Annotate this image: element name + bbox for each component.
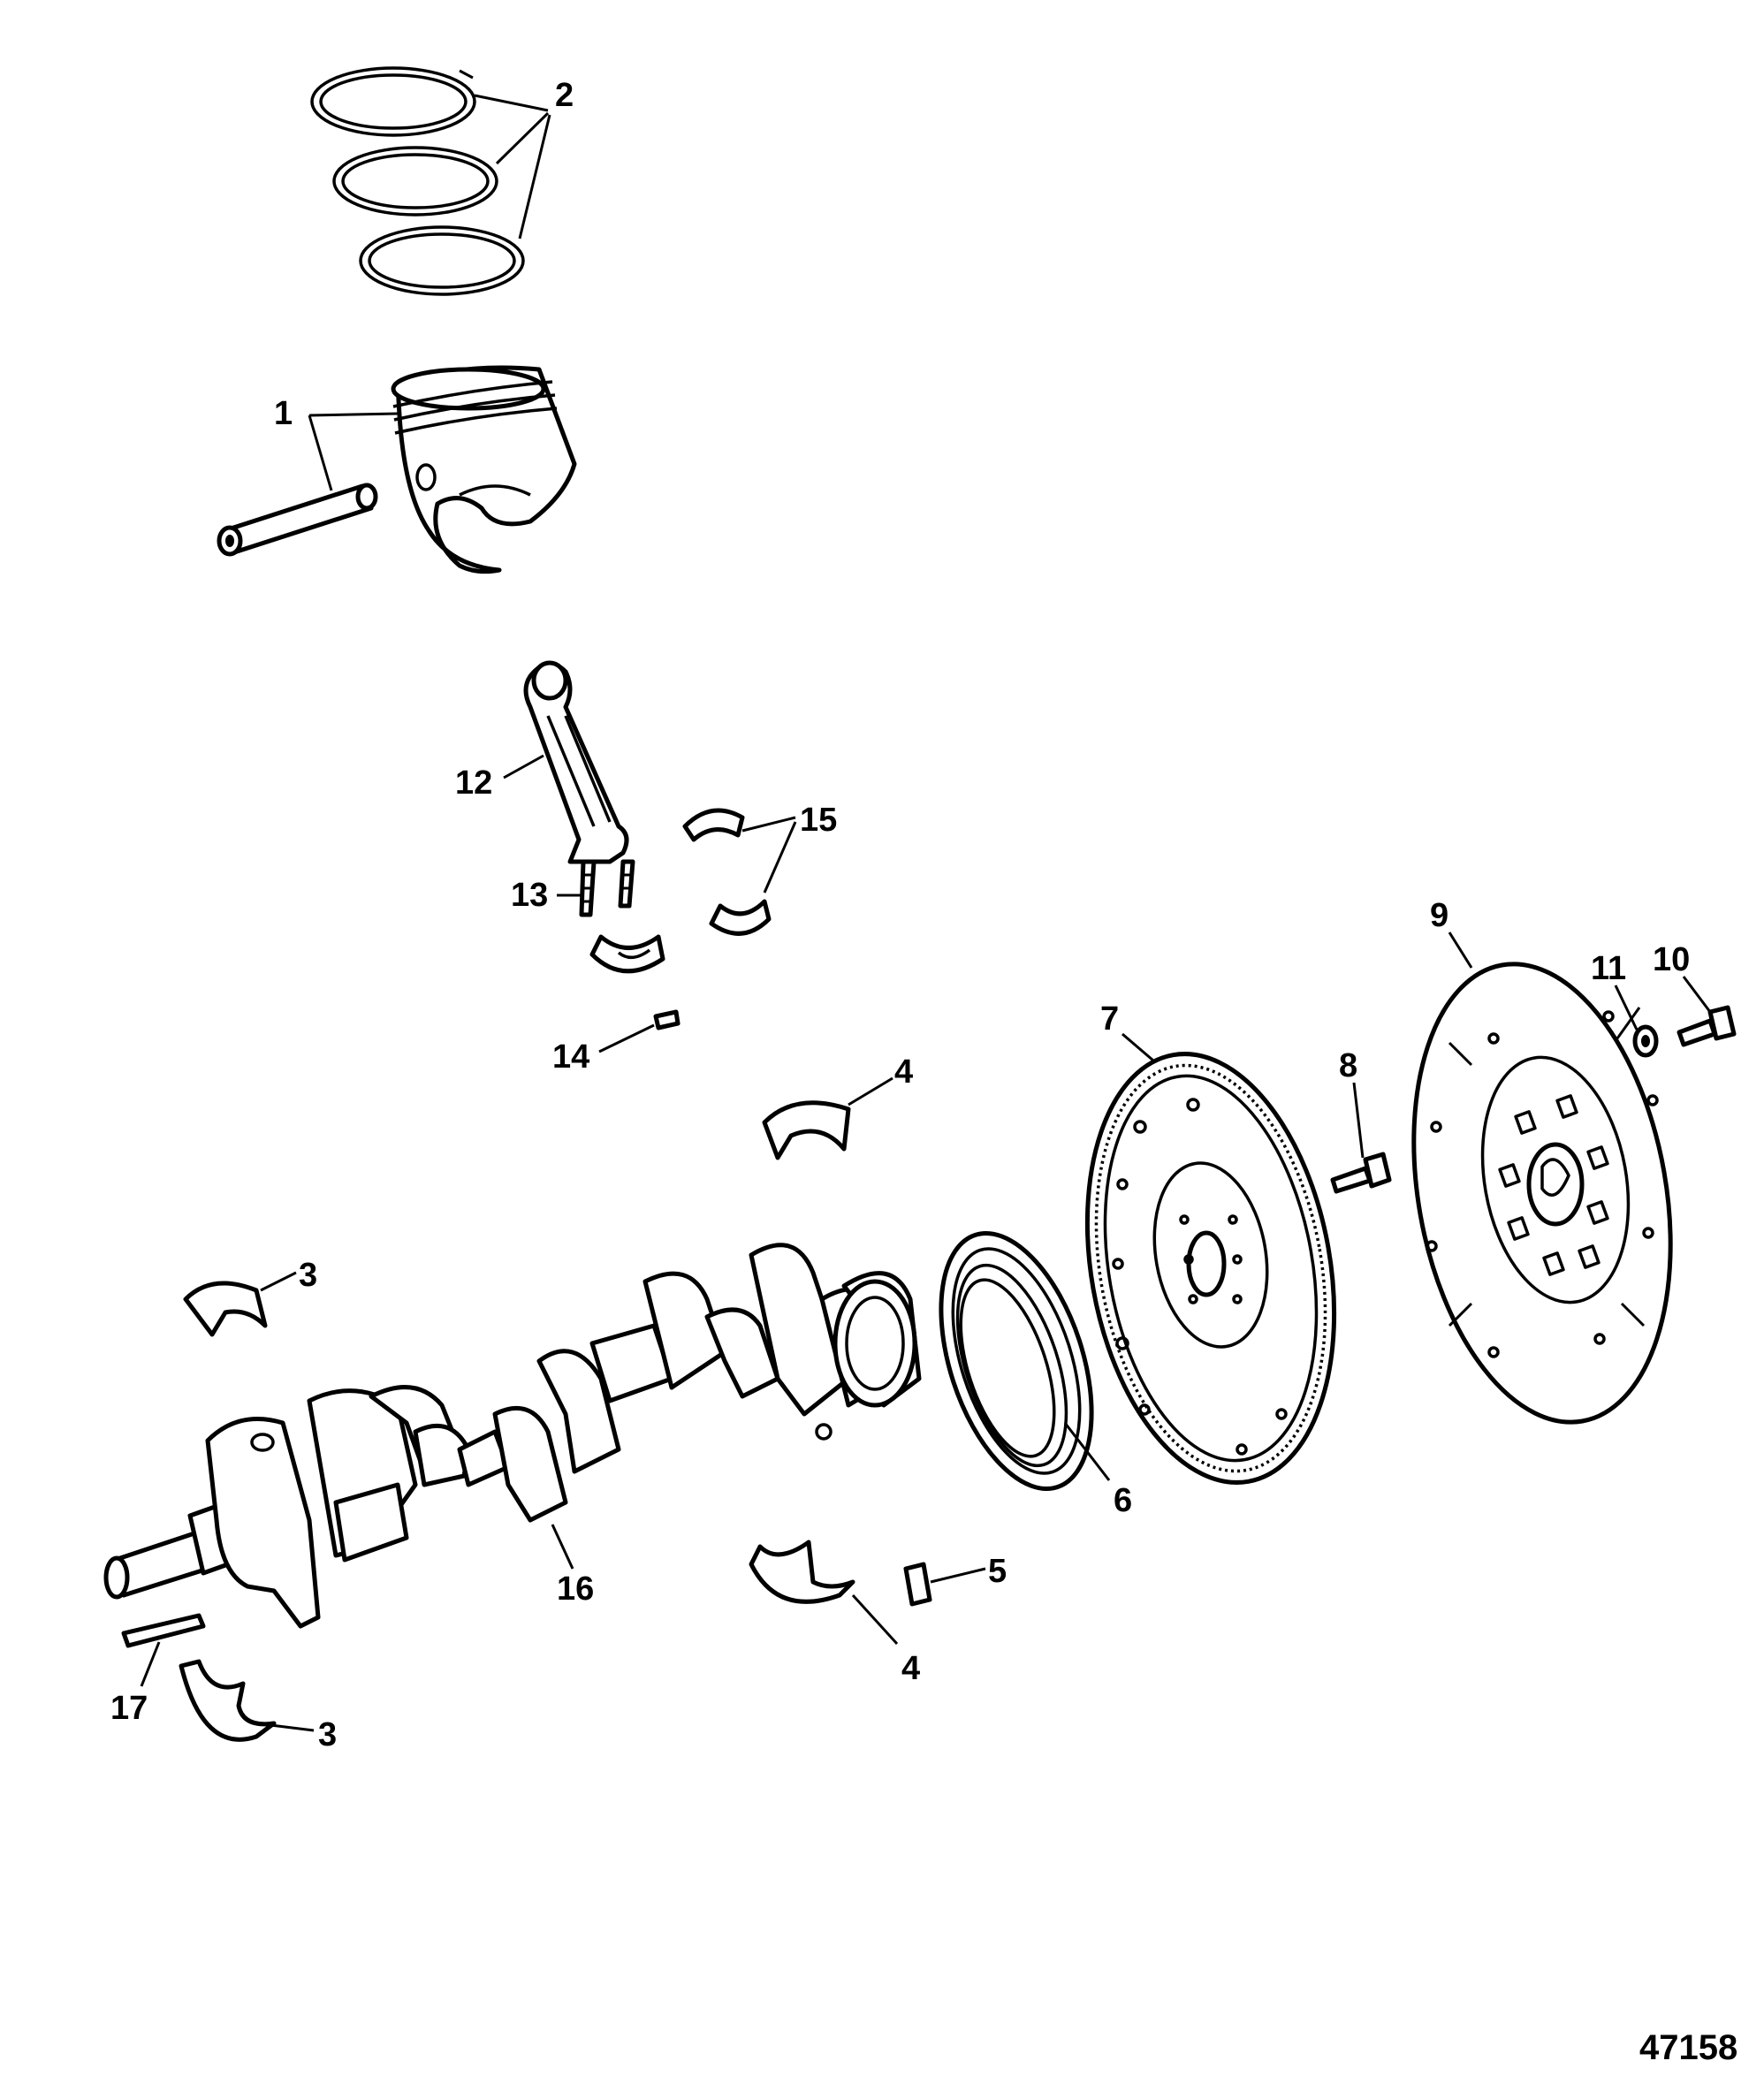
piston-drawing	[391, 365, 577, 574]
crank-dowel-drawing	[121, 1613, 206, 1648]
diagram-reference-number: 47158	[1639, 2028, 1737, 2067]
rod-bearing-upper-drawing	[682, 808, 745, 842]
part-4-leader-top	[848, 1076, 893, 1106]
callout-13: 13	[511, 877, 548, 914]
flywheel-drawing	[1084, 1052, 1337, 1485]
callout-8: 8	[1339, 1047, 1357, 1084]
callout-14: 14	[552, 1038, 589, 1076]
lockwasher-drawing	[1632, 1024, 1659, 1058]
rod-bearing-lower-drawing	[709, 899, 772, 936]
main-bearing-upper-4-drawing	[762, 1100, 851, 1160]
key-drawing	[903, 1562, 932, 1607]
crankshaft-drawing	[103, 1243, 922, 1629]
callout-15: 15	[800, 802, 837, 839]
part-16-leader	[551, 1524, 574, 1570]
main-bearing-lower-3-drawing	[179, 1659, 277, 1742]
part-6-leader	[1063, 1422, 1111, 1481]
part-2-leaders	[474, 94, 551, 240]
callout-5: 5	[988, 1553, 1007, 1590]
callout-3-top: 3	[299, 1257, 317, 1294]
part-14-leader	[598, 1023, 655, 1053]
connecting-rod-drawing	[523, 660, 629, 864]
part-10-leader	[1682, 976, 1712, 1013]
callout-6: 6	[1114, 1482, 1132, 1519]
part-12-leader	[503, 754, 544, 779]
part-3-leader-bottom	[255, 1722, 315, 1732]
callout-2: 2	[555, 77, 574, 114]
callout-17: 17	[110, 1690, 148, 1727]
piston-rings-drawing	[310, 66, 525, 296]
callout-12: 12	[455, 764, 492, 802]
callout-10: 10	[1653, 941, 1690, 978]
part-7-leader	[1122, 1032, 1154, 1062]
callout-7: 7	[1100, 1000, 1119, 1038]
part-15-leaders	[741, 816, 797, 894]
callout-3-bottom: 3	[318, 1716, 337, 1753]
main-bearing-lower-4-drawing	[749, 1540, 855, 1604]
callout-4-bottom: 4	[901, 1650, 920, 1687]
part-8-leader	[1352, 1082, 1365, 1159]
rod-bearing-lower-2-drawing	[589, 934, 665, 974]
main-bearing-upper-3-drawing	[183, 1281, 268, 1337]
part-17-leader	[140, 1641, 161, 1687]
callout-9: 9	[1430, 897, 1448, 934]
callout-16: 16	[557, 1570, 594, 1608]
callout-11: 11	[1591, 950, 1626, 987]
part-9-leader	[1448, 932, 1473, 969]
flywheel-bolt-drawing	[1330, 1152, 1392, 1194]
rod-bolts-drawing	[579, 859, 635, 917]
part-5-leader	[930, 1567, 986, 1584]
clutch-disc-drawing	[1411, 962, 1673, 1425]
dowel-pin-drawing	[653, 1009, 681, 1030]
part-11-leader	[1614, 985, 1639, 1030]
callout-4-top: 4	[894, 1053, 913, 1091]
part-4-leader-bottom	[851, 1593, 899, 1646]
part-1-leaders	[308, 412, 399, 491]
part-3-leader-top	[260, 1271, 297, 1292]
clutch-bolt-drawing	[1677, 1005, 1737, 1047]
piston-pin-drawing	[217, 483, 378, 557]
rear-seal-drawing	[939, 1230, 1094, 1492]
callout-1: 1	[274, 395, 293, 432]
